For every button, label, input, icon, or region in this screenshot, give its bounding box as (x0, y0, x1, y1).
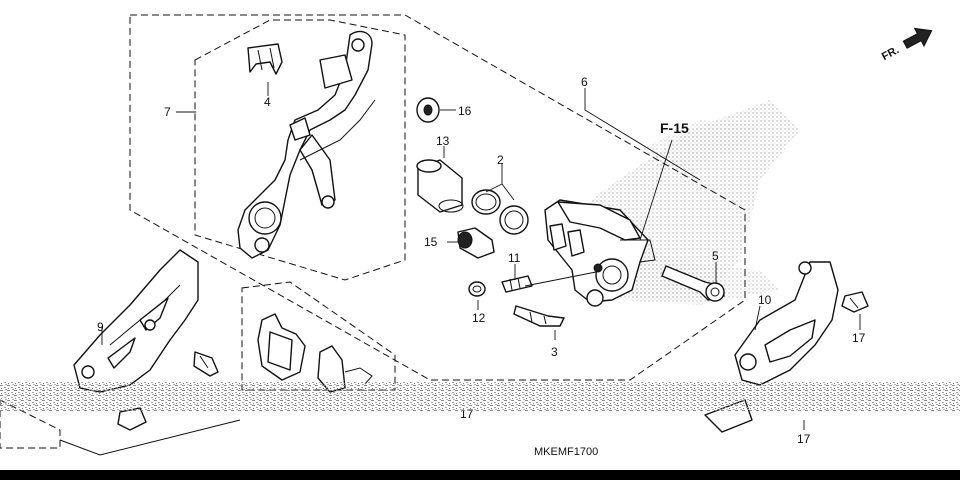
front-direction-marker: FR. (880, 27, 933, 63)
callout-17-right: 17 (852, 331, 866, 345)
piston-seals (471, 189, 529, 235)
pad-pin (513, 305, 565, 327)
bleeder-cap (457, 227, 495, 259)
callout-labels: 2 3 4 5 6 7 9 10 11 12 13 15 16 17 17 17 (97, 75, 866, 446)
assembly-box-7 (194, 19, 406, 281)
bottom-bar (0, 470, 960, 480)
assembly-box-6 (129, 14, 746, 381)
diagram-code: MKEMF1700 (534, 446, 598, 458)
guard-bolt (193, 351, 219, 377)
callout-16: 16 (458, 104, 472, 118)
scan-noise-band (0, 381, 960, 411)
callout-5: 5 (712, 249, 719, 263)
guard-lower-bolt (117, 407, 147, 431)
section-reference: F-15 (660, 120, 689, 136)
callout-9: 9 (97, 320, 104, 334)
slide-pin (661, 265, 725, 302)
callout-15: 15 (424, 235, 438, 249)
guard-bolt-right (841, 291, 869, 313)
caliper-bracket (237, 30, 376, 259)
callout-3: 3 (551, 345, 558, 359)
disc-guard (73, 249, 199, 393)
callout-2: 2 (497, 153, 504, 167)
callout-11: 11 (508, 251, 521, 265)
front-label: FR. (880, 44, 901, 63)
bleeder-nut (468, 281, 486, 297)
leader-lines (101, 82, 861, 430)
boot-seal (416, 97, 440, 123)
caliper-piston (416, 159, 464, 213)
assembly-box-lower-left (0, 399, 241, 456)
pad-spring-clip (247, 43, 283, 75)
caliper-body (544, 199, 656, 307)
callout-13: 13 (436, 134, 450, 148)
bleed-screw (501, 275, 533, 293)
callout-17-bottom: 17 (797, 432, 811, 446)
callout-10: 10 (758, 293, 772, 307)
front-arrow-icon (902, 27, 933, 49)
callout-7: 7 (164, 105, 171, 119)
callout-12: 12 (472, 311, 486, 325)
callout-6: 6 (581, 75, 588, 89)
assembly-box-pads (241, 281, 396, 391)
brake-pads (257, 313, 373, 393)
callout-4: 4 (264, 95, 271, 109)
